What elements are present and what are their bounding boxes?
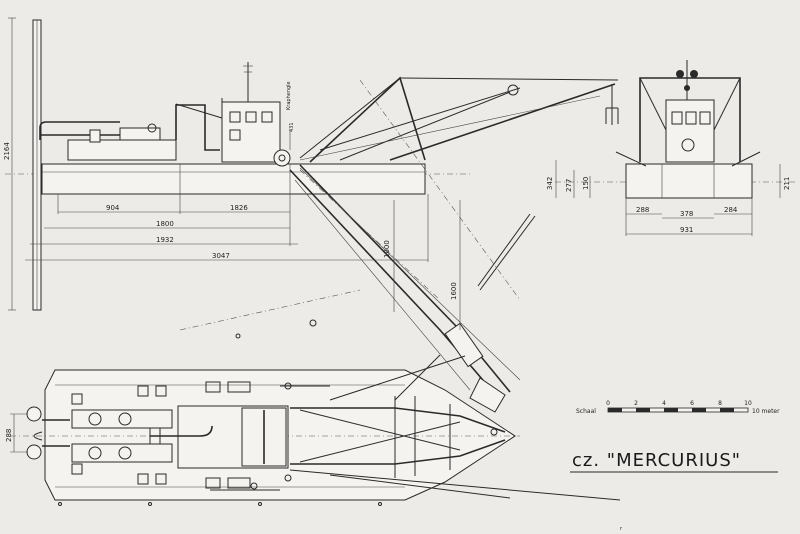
dim-side-1826: 1826 <box>230 204 248 212</box>
dim-side-1932: 1932 <box>156 236 174 244</box>
dim-front-931: 931 <box>680 226 693 234</box>
scale-bar: Schaal 0 2 4 6 8 10 10 meter <box>576 400 780 415</box>
scale-tick-4: 4 <box>662 400 666 407</box>
scale-unit: 10 meter <box>752 408 780 415</box>
side-dimension-labels: 2164 904 1826 1800 1932 3047 1000 1600 K… <box>3 81 458 300</box>
drawing-title: cz. "MERCURIUS" <box>572 450 741 471</box>
dim-side-height: 2164 <box>3 142 11 160</box>
foreground-mark: r <box>620 526 623 532</box>
crane-label: Kraphengle <box>286 81 292 110</box>
scale-label: Schaal <box>576 408 596 415</box>
plan-dimension-lines <box>10 413 28 453</box>
side-dimension-lines <box>8 17 461 330</box>
scale-tick-0: 0 <box>606 400 610 407</box>
deckhouse <box>221 101 281 163</box>
plan-ladder-top <box>290 407 506 433</box>
scale-tick-6: 6 <box>690 400 694 407</box>
dim-side-1800: 1800 <box>156 220 174 228</box>
discharge-pipe <box>39 121 120 140</box>
dim-front-277: 277 <box>565 179 573 192</box>
dim-front-378: 378 <box>680 210 693 218</box>
front-hull <box>625 163 753 199</box>
plan-view <box>10 354 621 506</box>
engine-block <box>67 139 177 161</box>
dim-front-211: 211 <box>783 177 791 190</box>
dim-front-284: 284 <box>724 206 738 214</box>
plan-house <box>177 405 289 469</box>
scale-tick-8: 8 <box>718 400 722 407</box>
front-deckhouse <box>665 99 715 163</box>
dim-front-288: 288 <box>636 206 649 214</box>
winch-drum <box>273 149 291 167</box>
cutter-head <box>469 377 506 413</box>
spud-circle-bottom <box>26 444 42 460</box>
front-gantry <box>639 77 741 162</box>
scale-tick-10: 10 <box>744 400 752 407</box>
front-dimension-lines <box>555 160 781 236</box>
dim-plan-288: 288 <box>5 429 13 442</box>
dim-side-1600: 1600 <box>450 282 458 300</box>
side-elevation <box>5 19 619 413</box>
side-hull <box>41 163 426 195</box>
dim-front-342: 342 <box>546 177 554 190</box>
mast-label: 431 <box>289 122 295 132</box>
dim-side-3047: 3047 <box>212 252 230 260</box>
spud-circle-top <box>26 406 42 422</box>
dim-front-150: 150 <box>582 177 590 190</box>
scale-tick-2: 2 <box>634 400 638 407</box>
dim-side-1000: 1000 <box>383 240 391 258</box>
dim-side-904: 904 <box>106 204 120 212</box>
ladder-upper <box>289 169 501 401</box>
front-view <box>555 60 795 199</box>
front-dimension-labels: 342 277 150 211 288 378 284 931 <box>546 177 791 234</box>
